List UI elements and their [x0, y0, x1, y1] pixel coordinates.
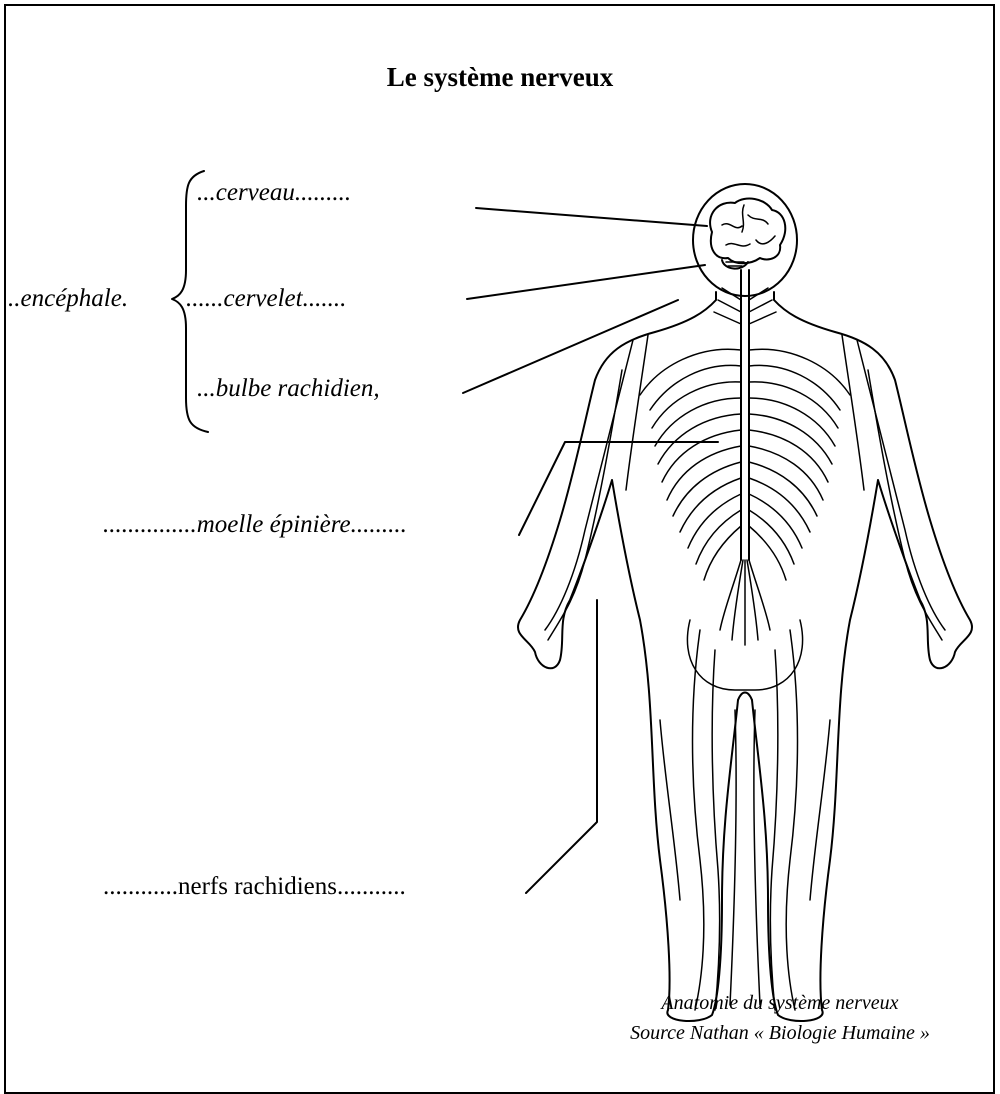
leader-lines	[463, 208, 718, 893]
head	[693, 184, 797, 296]
cauda-equina	[720, 560, 770, 645]
spinal-cord	[741, 270, 749, 560]
leader-cervelet	[467, 265, 705, 299]
leader-cerveau	[476, 208, 707, 226]
spinal-nerves	[640, 288, 850, 580]
curly-brace	[172, 171, 208, 432]
brain	[710, 199, 785, 269]
limb-nerves	[545, 335, 945, 1010]
